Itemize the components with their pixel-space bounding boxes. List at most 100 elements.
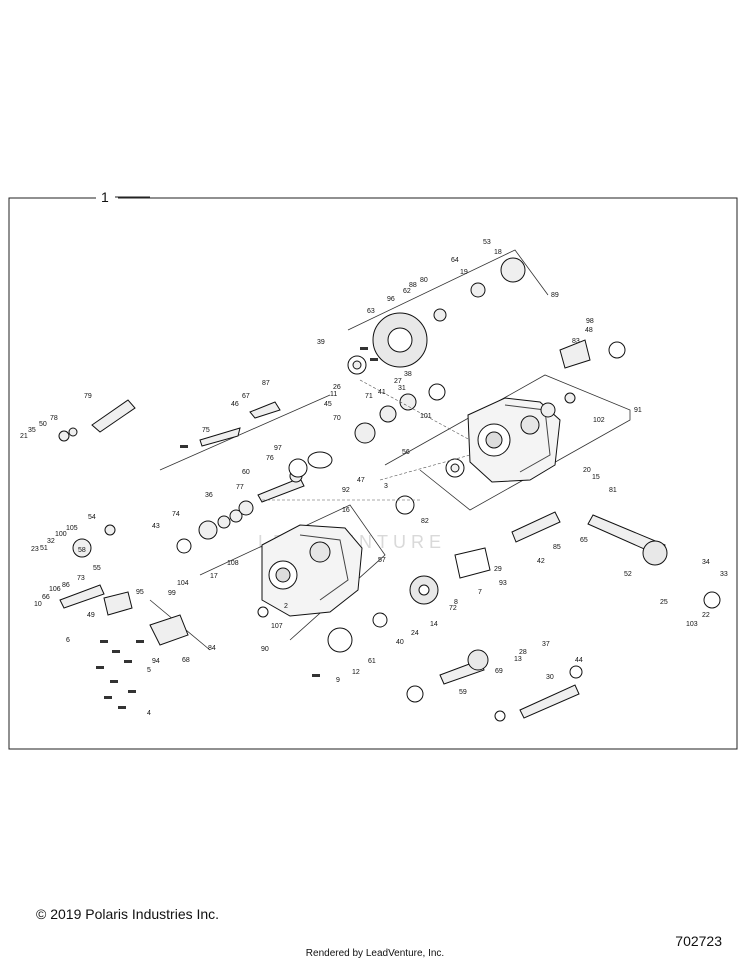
callout-12: 12 bbox=[352, 669, 360, 676]
rendered-by: Rendered by LeadVenture, Inc. bbox=[305, 948, 445, 959]
callout-5: 5 bbox=[147, 667, 151, 674]
callout-68: 68 bbox=[182, 657, 190, 664]
callout-100: 100 bbox=[55, 531, 67, 538]
callout-71: 71 bbox=[365, 393, 373, 400]
callout-42: 42 bbox=[537, 558, 545, 565]
callout-13: 13 bbox=[514, 656, 522, 663]
diagram-id: 702723 bbox=[675, 933, 722, 949]
callout-61: 61 bbox=[368, 658, 376, 665]
callout-24: 24 bbox=[411, 630, 419, 637]
rear-housing bbox=[467, 397, 561, 483]
callout-layer: 2345678910111213141516171819202122232425… bbox=[20, 239, 728, 717]
callout-106: 106 bbox=[49, 586, 61, 593]
callout-67: 67 bbox=[242, 393, 250, 400]
callout-38: 38 bbox=[404, 371, 412, 378]
callout-86: 86 bbox=[62, 582, 70, 589]
callout-62: 62 bbox=[403, 288, 411, 295]
callout-81: 81 bbox=[609, 487, 617, 494]
callout-57: 57 bbox=[378, 557, 386, 564]
callout-101: 101 bbox=[420, 413, 432, 420]
callout-64: 64 bbox=[451, 257, 459, 264]
callout-93: 93 bbox=[499, 580, 507, 587]
callout-19: 19 bbox=[460, 269, 468, 276]
callout-48: 48 bbox=[585, 327, 593, 334]
callout-14: 14 bbox=[430, 621, 438, 628]
callout-37: 37 bbox=[542, 641, 550, 648]
callout-94: 94 bbox=[152, 658, 160, 665]
callout-80: 80 bbox=[420, 277, 428, 284]
callout-70: 70 bbox=[333, 415, 341, 422]
fasteners bbox=[96, 347, 378, 709]
callout-45: 45 bbox=[324, 401, 332, 408]
callout-89: 89 bbox=[551, 292, 559, 299]
callout-8: 8 bbox=[454, 599, 458, 606]
callout-79: 79 bbox=[84, 393, 92, 400]
callout-26: 26 bbox=[333, 384, 341, 391]
callout-10: 10 bbox=[34, 601, 42, 608]
callout-22: 22 bbox=[702, 612, 710, 619]
assembly-label: 1 bbox=[101, 189, 109, 205]
callout-92: 92 bbox=[342, 487, 350, 494]
callout-21: 21 bbox=[20, 433, 28, 440]
copyright-notice: © 2019 Polaris Industries Inc. bbox=[36, 906, 220, 922]
callout-18: 18 bbox=[494, 249, 502, 256]
callout-51: 51 bbox=[40, 545, 48, 552]
callout-85: 85 bbox=[553, 544, 561, 551]
callout-23: 23 bbox=[31, 546, 39, 553]
callout-73: 73 bbox=[77, 575, 85, 582]
callout-105: 105 bbox=[66, 525, 78, 532]
callout-40: 40 bbox=[396, 639, 404, 646]
callout-33: 33 bbox=[720, 571, 728, 578]
exploded-view-leaders bbox=[262, 379, 471, 501]
callout-65: 65 bbox=[580, 537, 588, 544]
callout-95: 95 bbox=[136, 589, 144, 596]
callout-52: 52 bbox=[624, 571, 632, 578]
group-brackets bbox=[149, 249, 631, 651]
assembly-frame bbox=[8, 197, 738, 750]
callout-4: 4 bbox=[147, 710, 151, 717]
callout-44: 44 bbox=[575, 657, 583, 664]
callout-47: 47 bbox=[357, 477, 365, 484]
callout-50: 50 bbox=[39, 421, 47, 428]
callout-35: 35 bbox=[28, 427, 36, 434]
callout-11: 11 bbox=[330, 391, 337, 398]
callout-66: 66 bbox=[42, 594, 50, 601]
callout-29: 29 bbox=[494, 566, 502, 573]
callout-82: 82 bbox=[421, 518, 429, 525]
callout-17: 17 bbox=[210, 573, 218, 580]
callout-78: 78 bbox=[50, 415, 58, 422]
callout-90: 90 bbox=[261, 646, 269, 653]
callout-53: 53 bbox=[483, 239, 491, 246]
callout-20: 20 bbox=[583, 467, 591, 474]
callout-27: 27 bbox=[394, 378, 402, 385]
callout-104: 104 bbox=[177, 580, 189, 587]
callout-30: 30 bbox=[546, 674, 554, 681]
callout-41: 41 bbox=[378, 389, 386, 396]
callout-46: 46 bbox=[231, 401, 239, 408]
callout-91: 91 bbox=[634, 407, 642, 414]
callout-88: 88 bbox=[409, 282, 417, 289]
callout-7: 7 bbox=[478, 589, 482, 596]
callout-107: 107 bbox=[271, 623, 283, 630]
callout-76: 76 bbox=[266, 455, 274, 462]
callout-60: 60 bbox=[242, 469, 250, 476]
callout-72: 72 bbox=[449, 605, 457, 612]
callout-102: 102 bbox=[593, 417, 605, 424]
callout-83: 83 bbox=[572, 338, 580, 345]
callout-59: 59 bbox=[459, 689, 467, 696]
callout-75: 75 bbox=[202, 427, 210, 434]
callout-32: 32 bbox=[47, 538, 55, 545]
callout-39: 39 bbox=[317, 339, 325, 346]
gears-and-shafts bbox=[58, 257, 721, 722]
callout-63: 63 bbox=[367, 308, 375, 315]
callout-36: 36 bbox=[205, 492, 213, 499]
callout-16: 16 bbox=[342, 507, 350, 514]
front-housing bbox=[261, 524, 363, 617]
callout-25: 25 bbox=[660, 599, 668, 606]
callout-28: 28 bbox=[519, 649, 527, 656]
callout-98: 98 bbox=[586, 318, 594, 325]
callout-2: 2 bbox=[284, 603, 288, 610]
callout-97: 97 bbox=[274, 445, 282, 452]
callout-54: 54 bbox=[88, 514, 96, 521]
